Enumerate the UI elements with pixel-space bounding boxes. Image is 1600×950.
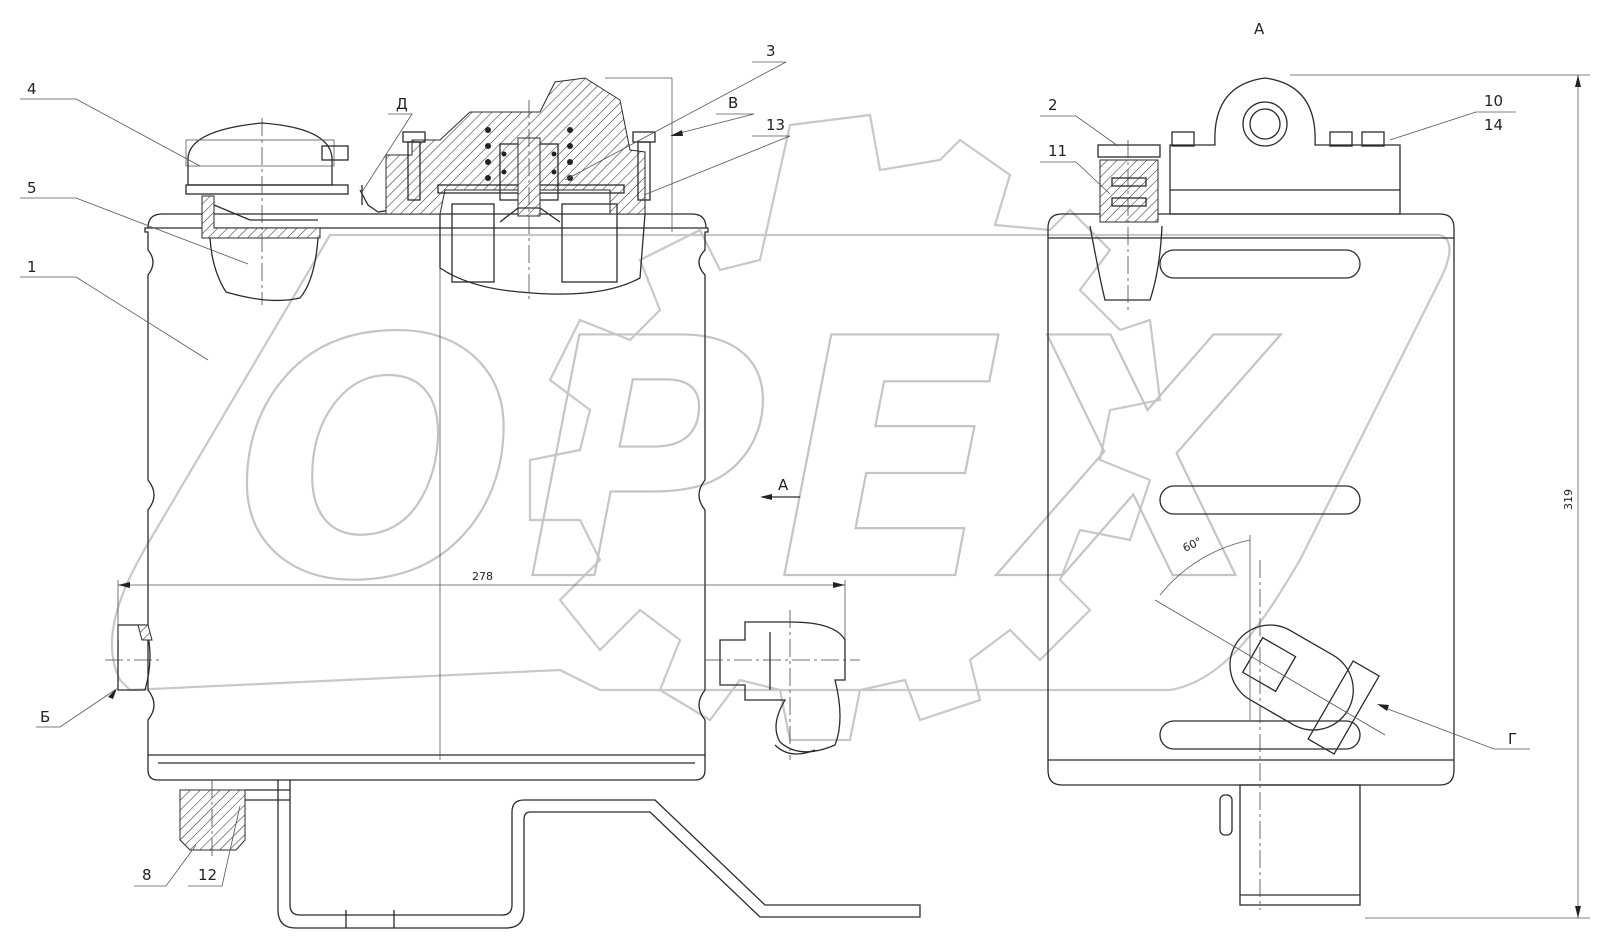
watermark-gear-icon (528, 113, 1162, 742)
callout-3: 3 (766, 42, 776, 60)
filler-cap (187, 122, 333, 186)
callout-4: 4 (27, 80, 37, 98)
watermark-swoosh (110, 233, 1451, 692)
callout-12: 12 (198, 866, 217, 884)
filler-cutout (209, 237, 319, 302)
front-view (105, 77, 921, 929)
filler-neck (201, 195, 321, 239)
valve-spring (485, 127, 573, 181)
tank-bottom-plate (147, 755, 706, 781)
callout-5: 5 (27, 179, 37, 197)
dimensions: 278 319 60° А (117, 74, 1590, 919)
callout-10: 10 (1484, 92, 1503, 110)
mounting-bracket (277, 780, 921, 929)
side-slot-top (1159, 249, 1361, 279)
watermark: OPEX (110, 113, 1451, 742)
side-tank-body (1047, 213, 1455, 786)
view-a-title: А (1254, 20, 1265, 38)
side-view-a (1047, 77, 1455, 910)
angled-fitting (1229, 624, 1380, 755)
side-top-housing (1169, 77, 1401, 215)
detail-v-label: В (728, 94, 738, 112)
side-slot-mid (1159, 485, 1361, 515)
section-arrow-a-label: А (778, 476, 789, 494)
callouts: 4 5 1 Д 3 В 13 Б 8 12 А 2 1 (20, 20, 1530, 887)
callout-13: 13 (766, 116, 785, 134)
outlet-elbow (719, 621, 846, 753)
side-breather-cap (1097, 144, 1161, 158)
detail-d-label: Д (396, 95, 408, 113)
detail-g-label: Г (1508, 730, 1517, 748)
callout-2: 2 (1048, 96, 1058, 114)
watermark-text: OPEX (235, 269, 1281, 653)
filter-element-left (451, 203, 495, 283)
filter-element-right (561, 203, 618, 283)
callout-14: 14 (1484, 116, 1503, 134)
side-bottom-stub (1239, 784, 1361, 906)
detail-b-label: Б (40, 708, 50, 726)
dim-width-label: 278 (472, 570, 493, 583)
callout-8: 8 (142, 866, 152, 884)
callout-11: 11 (1048, 142, 1067, 160)
callout-1: 1 (27, 258, 37, 276)
dim-height-label: 319 (1562, 489, 1575, 510)
tank-top-flange (147, 213, 707, 229)
side-breather-body (1099, 159, 1159, 223)
bottom-drain-plug (179, 789, 246, 851)
